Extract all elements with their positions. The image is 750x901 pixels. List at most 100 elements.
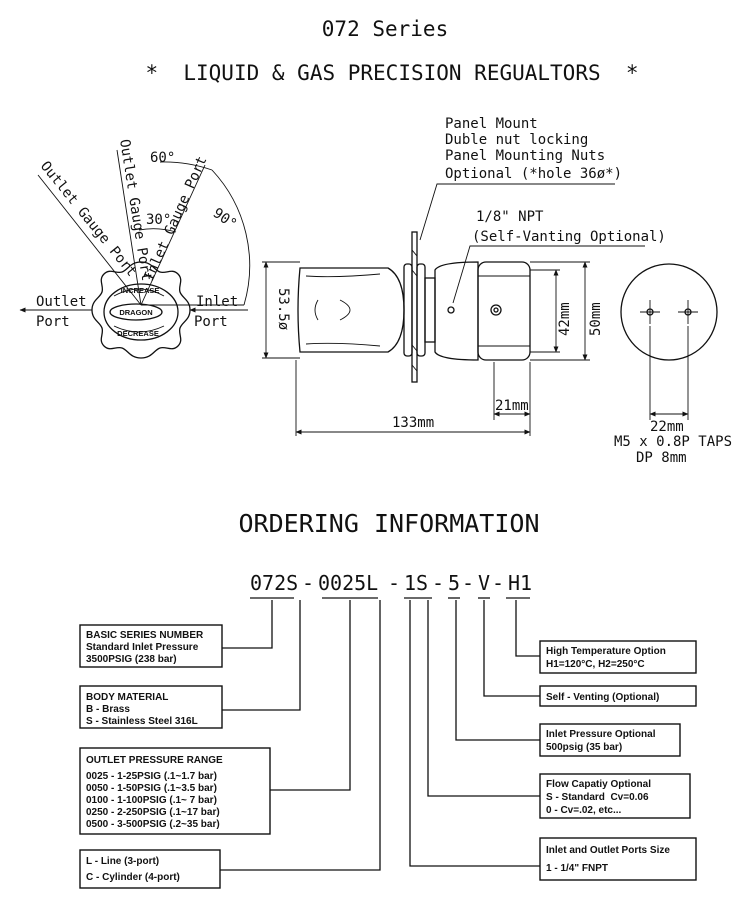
inlet-label: Inlet: [196, 294, 238, 310]
knob-rib-4: [314, 299, 319, 321]
conn-inlet-pressure: [455, 600, 540, 741]
high-temp-title: High Temperature Option: [546, 646, 666, 657]
basic-series-line-2: 3500PSIG (238 bar): [86, 654, 177, 665]
flow-capacity-box: Flow Capatiy Optional S - Standard Cv=0.…: [539, 773, 691, 819]
outlet-range-title: OUTLET PRESSURE RANGE: [86, 755, 223, 766]
panel-nut-left: [403, 263, 413, 357]
body-port-outer: [490, 304, 502, 316]
panel-hatch-1: [411, 249, 418, 257]
code-seg-vent: V: [478, 571, 490, 595]
outlet-range-box: OUTLET PRESSURE RANGE 0025 - 1-25PSIG (.…: [79, 747, 271, 835]
increase-label: INCREASE: [121, 286, 160, 295]
conn-self-vent: [483, 600, 540, 697]
code-seg-temp: H1: [508, 571, 532, 595]
angle-arc-90: [211, 169, 251, 306]
panel-nuts-label: Panel Mounting Nuts: [445, 148, 605, 164]
knob-rib-1: [305, 273, 381, 278]
dim-50-label: 50mm: [588, 302, 604, 336]
code-dash-3: -: [432, 571, 444, 595]
inlet-gauge-line: [140, 164, 206, 306]
port-size-box: Inlet and Outlet Ports Size 1 - 1/4" FNP…: [539, 837, 697, 881]
optional-hole-label: Optional (*hole 36ø*): [445, 166, 622, 182]
self-vent-box: Self - Venting (Optional): [539, 685, 697, 707]
outlet-port-label: Port: [36, 314, 70, 330]
conn-basic-series: [222, 600, 273, 649]
panel-nut-right: [416, 263, 426, 357]
body-block: [477, 261, 531, 361]
body-material-box: BODY MATERIAL B - Brass S - Stainless St…: [79, 685, 223, 729]
line-option: L - Line (3-port): [86, 856, 159, 867]
panel-hatch-2: [411, 269, 418, 277]
npt-leader: [452, 245, 645, 304]
regulator-rear-view: 22mm M5 x 0.8P TAPS DP 8mm: [614, 263, 732, 466]
outlet-range-0100: 0100 - 1-100PSIG (.1~ 7 bar): [86, 795, 217, 806]
conn-flow-cap: [427, 600, 540, 797]
inlet-port-label: Port: [194, 314, 228, 330]
npt-port: [447, 306, 455, 314]
dim-53-label: 53.5ø: [275, 288, 291, 331]
code-seg-ports: 1S: [404, 571, 428, 595]
flow-capacity-standard: S - Standard Cv=0.06: [546, 792, 649, 803]
basic-series-box: BASIC SERIES NUMBER Standard Inlet Press…: [79, 624, 223, 668]
conn-high-temp: [515, 600, 540, 657]
outlet-range-0250: 0250 - 2-250PSIG (.1~17 bar): [86, 807, 220, 818]
outlet-range-0025: 0025 - 1-25PSIG (.1~1.7 bar): [86, 771, 217, 782]
duble-nut-label: Duble nut locking: [445, 132, 588, 148]
inlet-pressure-box: Inlet Pressure Optional 500psig (35 bar): [539, 723, 681, 757]
taps-label: M5 x 0.8P TAPS: [614, 434, 732, 450]
body-material-title: BODY MATERIAL: [86, 692, 168, 703]
order-connectors: [220, 600, 540, 871]
ordering-title: ORDERING INFORMATION: [238, 509, 539, 538]
high-temp-box: High Temperature Option H1=120°C, H2=250…: [539, 640, 697, 674]
basic-series-line-1: Standard Inlet Pressure: [86, 642, 199, 653]
bonnet-body: [434, 261, 479, 361]
knob-outline: [91, 261, 191, 359]
outlet-range-0050: 0050 - 1-50PSIG (.1~3.5 bar): [86, 783, 217, 794]
code-dash-4: -: [462, 571, 474, 595]
outlet-gauge-line-diag: [37, 174, 142, 306]
knob-badge: [109, 303, 163, 321]
rear-body-circle: [620, 263, 718, 361]
angle-arc-60: [159, 161, 213, 171]
dim-22-label: 22mm: [650, 419, 684, 435]
outlet-gauge-line-vert: [116, 149, 142, 306]
conn-body-material: [222, 600, 301, 711]
conn-line-cyl: [220, 600, 381, 871]
page-subtitle: * LIQUID & GAS PRECISION REGUALTORS *: [145, 61, 638, 85]
cylinder-option: C - Cylinder (4-port): [86, 872, 180, 883]
knob-rib-3: [339, 299, 351, 321]
brand-label: DRAGON: [119, 308, 152, 317]
panel-leader: [419, 183, 615, 241]
body-material-brass: B - Brass: [86, 704, 130, 715]
body-port-inner: [493, 307, 499, 313]
knob-ring: [103, 283, 179, 341]
knob-rib-2: [305, 342, 381, 347]
inlet-pressure-title: Inlet Pressure Optional: [546, 729, 656, 740]
increase-arc: [113, 288, 165, 297]
dim-42-label: 42mm: [557, 302, 573, 336]
decrease-label: DECREASE: [117, 329, 159, 338]
depth-label: DP 8mm: [636, 450, 687, 466]
outlet-label: Outlet: [36, 294, 87, 310]
conn-port-size: [409, 600, 540, 867]
body-material-ss: S - Stainless Steel 316L: [86, 716, 198, 727]
dim-21-label: 21mm: [495, 398, 529, 414]
dim-133-label: 133mm: [392, 415, 434, 431]
flow-capacity-option: 0 - Cv=.02, etc...: [546, 805, 622, 816]
port-size-title: Inlet and Outlet Ports Size: [546, 845, 670, 856]
code-seg-series: 072S: [250, 571, 298, 595]
high-temp-values: H1=120°C, H2=250°C: [546, 659, 645, 670]
order-code: 072S - 0025L - 1S - 5 - V - H1: [250, 571, 532, 599]
bonnet-neck: [424, 277, 436, 343]
knob-body: [297, 267, 405, 353]
knob-front-view: INCREASE DRAGON DECREASE Outlet Gauge Po…: [19, 138, 251, 359]
flow-capacity-title: Flow Capatiy Optional: [546, 779, 651, 790]
inlet-pressure-value: 500psig (35 bar): [546, 742, 622, 753]
basic-series-title: BASIC SERIES NUMBER: [86, 630, 204, 641]
panel-hatch-3: [411, 344, 418, 352]
code-dash-5: -: [492, 571, 504, 595]
self-vent-title: Self - Venting (Optional): [546, 692, 659, 703]
angle-30-label: 30°: [146, 212, 171, 228]
code-seg-inlet: 5: [448, 571, 460, 595]
